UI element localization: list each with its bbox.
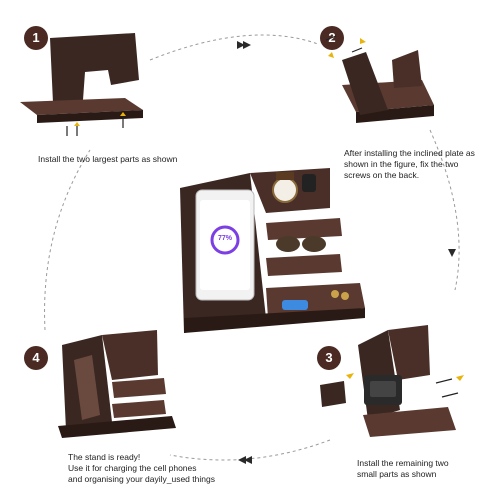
step-1-badge: 1 <box>24 26 48 50</box>
finished-stand-illustration <box>180 168 365 333</box>
step-3-caption: Install the remaining two small parts as… <box>357 458 449 479</box>
step-4-illustration <box>58 330 176 438</box>
step-4-caption-line-2: Use it for charging the cell phones <box>68 463 197 473</box>
step-4-caption: The stand is ready! Use it for charging … <box>68 452 228 485</box>
phone-charge-readout: 77% <box>217 235 232 242</box>
step-2-illustration <box>325 35 434 123</box>
step-1-illustration <box>20 33 143 136</box>
step-4-caption-line-3: and organising your dayily_used things <box>68 474 215 484</box>
step-1-caption: Install the two largest parts as shown <box>38 154 178 164</box>
step-4-caption-line-1: The stand is ready! <box>68 452 141 462</box>
arrow-right-icon <box>237 41 251 49</box>
step-4-badge: 4 <box>24 346 48 370</box>
step-3-badge: 3 <box>317 346 341 370</box>
step-3-illustration <box>320 325 464 437</box>
step-2-caption: After installing the inclined plate as s… <box>344 148 475 180</box>
arrow-down-icon <box>448 249 456 257</box>
arrow-left-icon <box>238 456 252 464</box>
